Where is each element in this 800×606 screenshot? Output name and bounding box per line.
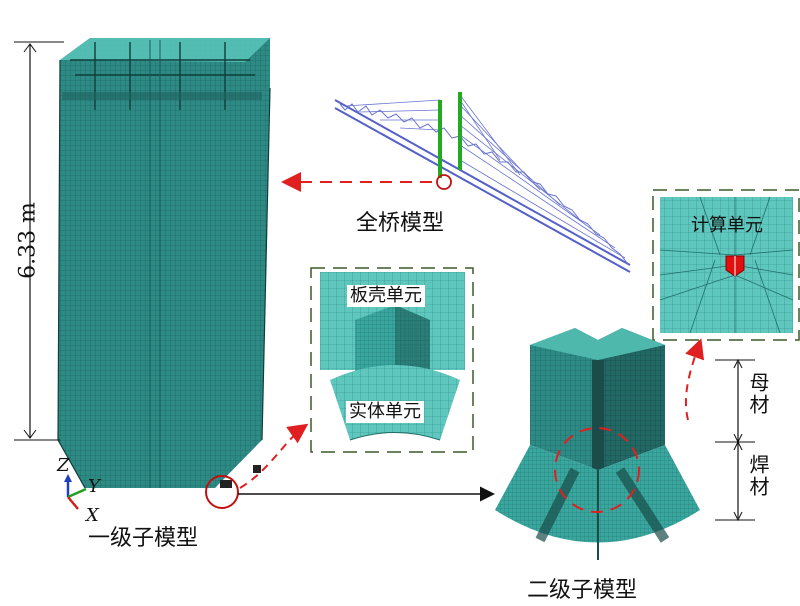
axis-triad [64, 474, 87, 510]
level1-label: 一级子模型 [88, 526, 199, 551]
height-dimension [14, 41, 64, 441]
material-dimension [715, 358, 755, 522]
solid-element-label: 实体单元 [346, 401, 424, 423]
level2-label: 二级子模型 [527, 578, 638, 603]
axis-x-label: X [86, 505, 99, 526]
level2-submodel [495, 328, 700, 560]
full-bridge-model [334, 92, 631, 273]
weld-label: 焊材 [746, 454, 770, 498]
calc-element-label: 计算单元 [691, 215, 763, 236]
calc-element-inset [652, 189, 800, 341]
axis-z-label: Z [57, 455, 70, 476]
axis-y-label: Y [88, 476, 100, 497]
full-bridge-label: 全桥模型 [356, 211, 445, 236]
shell-element-label: 板壳单元 [347, 285, 425, 307]
height-dimension-label: 6.33 m [15, 202, 41, 279]
level1-tower [57, 38, 271, 489]
base-metal-label: 母材 [746, 372, 770, 416]
